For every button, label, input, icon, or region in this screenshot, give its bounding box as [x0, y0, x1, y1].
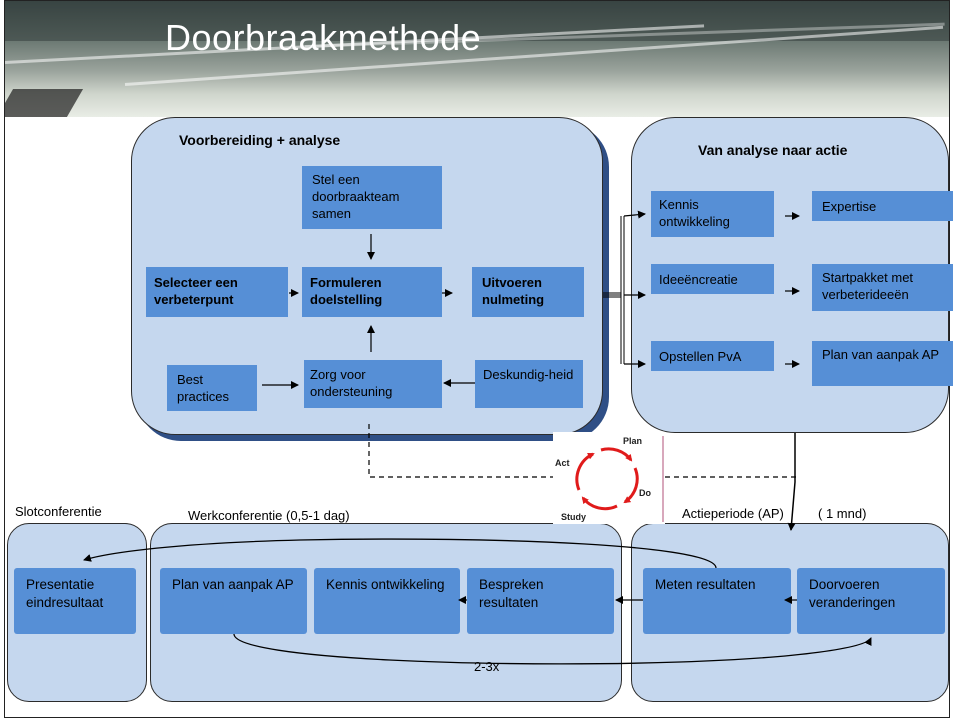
repeat-label: 2-3x: [474, 659, 500, 674]
presentation-box: Presentatie eindresultaat: [14, 568, 136, 634]
expertise-box: Deskundig-heid: [475, 360, 583, 408]
support-box: Zorg voor ondersteuning: [304, 360, 442, 408]
pdca-plan: Plan: [623, 436, 643, 446]
header-banner: Doorbraakmethode: [5, 1, 949, 117]
expertise-result-box: Expertise: [812, 191, 953, 221]
pdca-cycle: Plan Do Study Act: [553, 432, 665, 524]
slot-label: Slotconferentie: [15, 504, 102, 519]
pdca-act: Act: [555, 458, 570, 468]
select-box: Selecteer een verbeterpunt: [146, 267, 288, 317]
bottom-plan-box: Plan van aanpak AP: [160, 568, 307, 634]
action-duration: ( 1 mnd): [818, 506, 867, 521]
bottom-knowledge-box: Kennis ontwikkeling: [314, 568, 460, 634]
pdca-cycle-icon: [575, 436, 664, 522]
discuss-box: Bespreken resultaten: [467, 568, 614, 634]
prep-title: Voorbereiding + analyse: [179, 132, 341, 148]
starter-box: Startpakket met verbeterideeën: [812, 264, 953, 311]
ideas-box: Ideeëncreatie: [651, 264, 774, 294]
knowledge-box: Kennis ontwikkeling: [651, 191, 774, 237]
team-box: Stel een doorbraakteam samen: [302, 166, 442, 229]
plan-ap-box: Plan van aanpak AP: [812, 341, 953, 386]
implement-box: Doorvoeren veranderingen: [797, 568, 945, 634]
best-practices-box: Best practices: [167, 365, 257, 411]
work-label: Werkconferentie (0,5-1 dag): [188, 508, 350, 523]
baseline-box: Uitvoeren nulmeting: [472, 267, 584, 317]
pdca-do: Do: [639, 488, 651, 498]
measure-box: Meten resultaten: [643, 568, 791, 634]
plan-box: Opstellen PvA: [651, 341, 774, 371]
pdca-study: Study: [561, 512, 587, 522]
action-period-label: Actieperiode (AP): [682, 506, 784, 521]
action-title: Van analyse naar actie: [698, 142, 848, 158]
goal-box: Formuleren doelstelling: [302, 267, 442, 317]
slide-title: Doorbraakmethode: [165, 17, 482, 58]
